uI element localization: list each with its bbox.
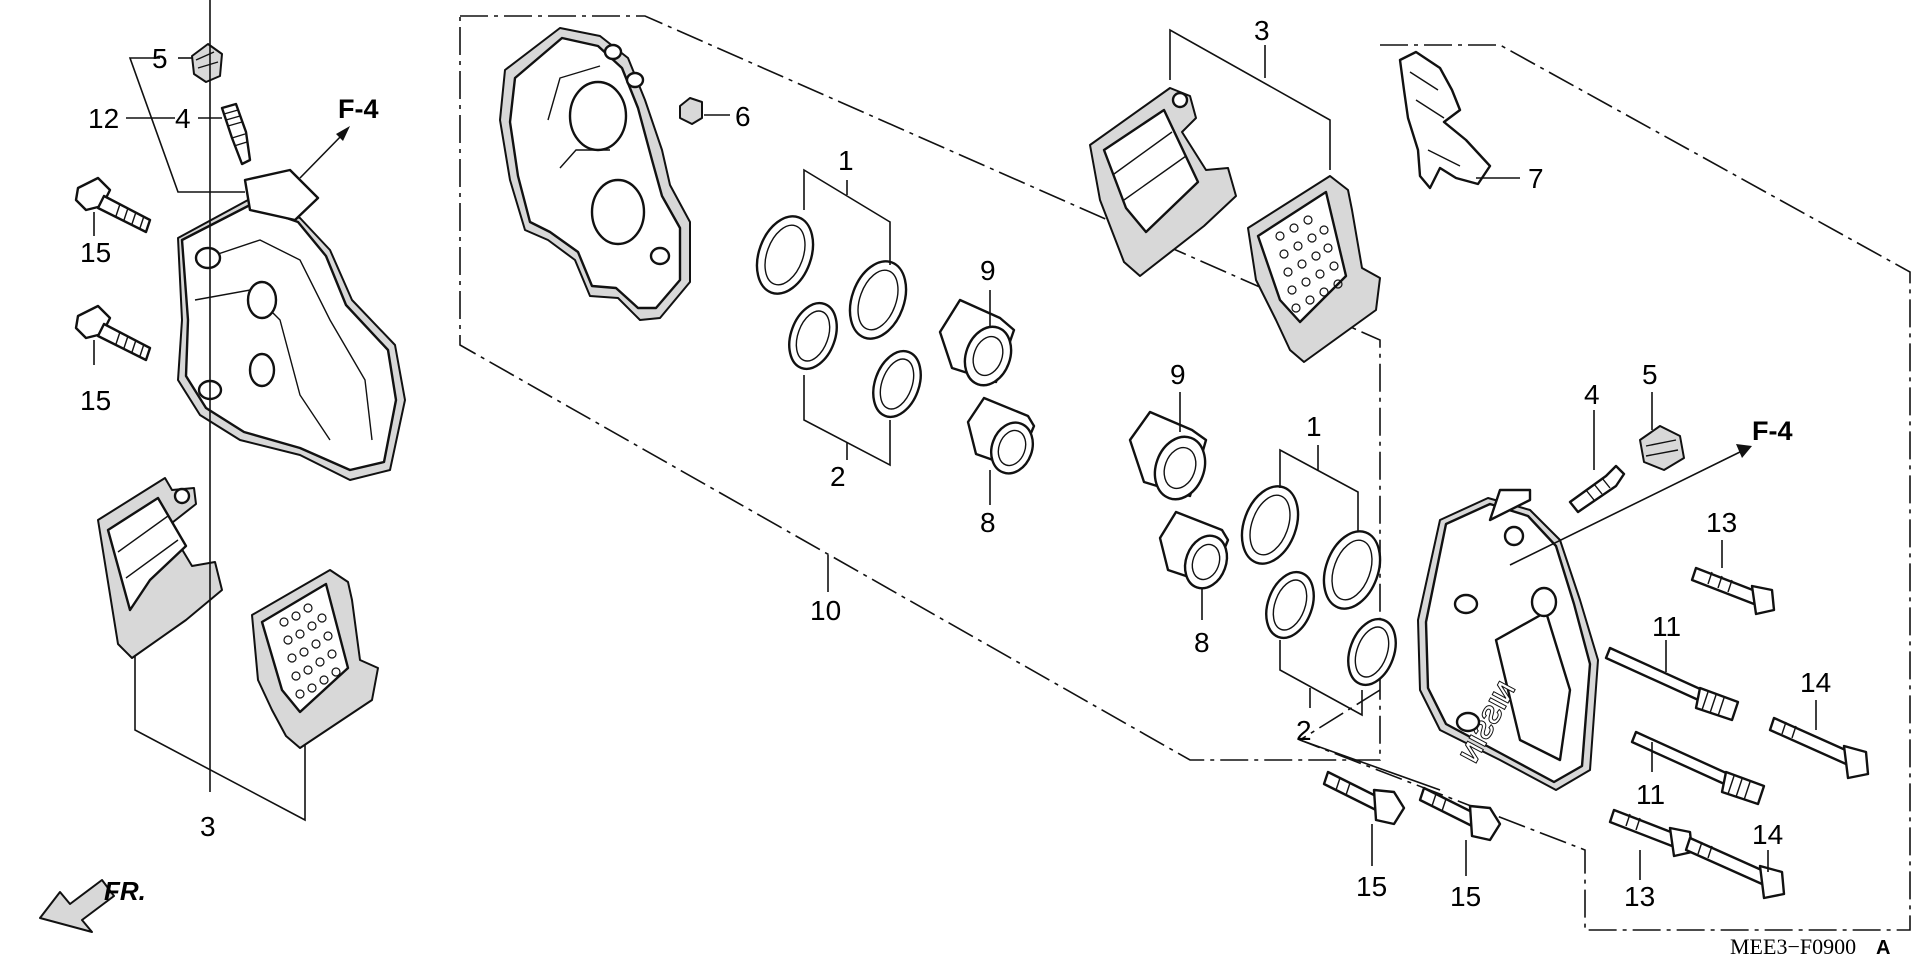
callout-5-right: 5 xyxy=(1642,359,1658,390)
piston-large-lower xyxy=(1128,410,1208,501)
callout-2-left: 2 xyxy=(830,461,846,492)
pad-pin-bolt-lower xyxy=(1608,808,1694,858)
leader-3-upper xyxy=(1169,28,1331,170)
left-ref-arrow-line xyxy=(299,131,346,179)
callout-14-lower: 14 xyxy=(1752,819,1783,850)
left-bleeder-cap xyxy=(191,43,223,83)
callout-11-upper: 11 xyxy=(1652,611,1681,642)
piston-small-lower xyxy=(1158,510,1230,590)
callout-14-upper: 14 xyxy=(1800,667,1831,698)
leader-15-link xyxy=(1299,739,1441,791)
right-ref-arrow-head xyxy=(1736,444,1752,458)
callout-13-upper: 13 xyxy=(1706,507,1737,538)
left-mount-bolt-upper xyxy=(74,176,152,234)
right-mount-bolt-b xyxy=(1418,786,1502,842)
callout-5-left: 5 xyxy=(152,43,168,74)
diagram-code-suffix: A xyxy=(1876,937,1890,959)
right-ref-arrow-line xyxy=(1509,449,1745,566)
callout-8-left: 8 xyxy=(980,507,996,538)
right-caliper-frame xyxy=(1298,44,1911,931)
leader-5-left xyxy=(128,57,245,193)
piston-seals-upper xyxy=(755,215,908,340)
right-bleeder-valve xyxy=(1568,464,1626,514)
callout-9-right: 9 xyxy=(1170,359,1186,390)
right-bleeder-cap xyxy=(1639,425,1685,471)
caliper-body-half xyxy=(499,27,691,321)
callout-9-left: 9 xyxy=(980,255,996,286)
callout-1-left: 1 xyxy=(838,145,854,176)
front-direction-label: FR. xyxy=(104,876,146,906)
piston-seals-right-upper xyxy=(1240,485,1382,610)
pad-pin-upper xyxy=(1604,646,1740,722)
callout-11-lower: 11 xyxy=(1636,779,1665,810)
callout-4-left: 4 xyxy=(175,103,191,134)
right-mount-bolt-a xyxy=(1322,770,1406,826)
callout-7: 7 xyxy=(1528,163,1544,194)
left-ref-arrow-head xyxy=(336,126,350,141)
ref-label-left: F-4 xyxy=(338,94,379,124)
leader-1-left xyxy=(803,168,891,265)
callout-15-b: 15 xyxy=(80,385,111,416)
left-bleeder-valve xyxy=(220,102,252,166)
front-direction-arrow: FR. xyxy=(39,876,146,933)
pad-spring xyxy=(1398,50,1492,190)
caliper-nut xyxy=(679,97,703,125)
pad-pin-bolt-upper xyxy=(1690,566,1776,616)
long-bolt-lower xyxy=(1684,836,1786,900)
callout-1-right: 1 xyxy=(1306,411,1322,442)
leader-2-right xyxy=(1279,640,1363,717)
piston-seals-lower xyxy=(788,301,922,419)
callout-10: 10 xyxy=(810,595,841,626)
callout-15-a: 15 xyxy=(80,237,111,268)
callout-6: 6 xyxy=(735,101,751,132)
piston-small-upper xyxy=(966,396,1036,475)
leader-1-right xyxy=(1279,448,1359,532)
leader-3-left xyxy=(134,656,306,822)
right-caliper: NISSIN xyxy=(1417,488,1599,791)
callout-3-upper: 3 xyxy=(1254,15,1270,46)
piston-seals-right-lower xyxy=(1265,570,1397,687)
diagram-code: MEE3−F0900 xyxy=(1730,934,1856,959)
callout-2-right: 2 xyxy=(1296,715,1312,746)
left-caliper xyxy=(177,168,406,481)
ref-label-right: F-4 xyxy=(1752,416,1793,446)
left-mount-bolt-lower xyxy=(74,304,152,362)
callout-13-lower: 13 xyxy=(1624,881,1655,912)
callout-3-left: 3 xyxy=(200,811,216,842)
callout-8-right: 8 xyxy=(1194,627,1210,658)
callout-12: 12 xyxy=(88,103,119,134)
upper-brake-pad-inner xyxy=(1247,175,1381,363)
pad-pin-lower xyxy=(1630,730,1766,806)
piston-large-upper xyxy=(938,298,1016,387)
left-brake-pad-outer xyxy=(97,477,223,659)
long-bolt-upper xyxy=(1768,716,1870,780)
callout-15-c: 15 xyxy=(1356,871,1387,902)
caliper-assembly-frame xyxy=(459,15,1381,761)
callout-15-d: 15 xyxy=(1450,881,1481,912)
upper-brake-pad-outer xyxy=(1089,87,1237,277)
callout-4-right: 4 xyxy=(1584,379,1600,410)
left-brake-pad-inner xyxy=(251,569,379,749)
